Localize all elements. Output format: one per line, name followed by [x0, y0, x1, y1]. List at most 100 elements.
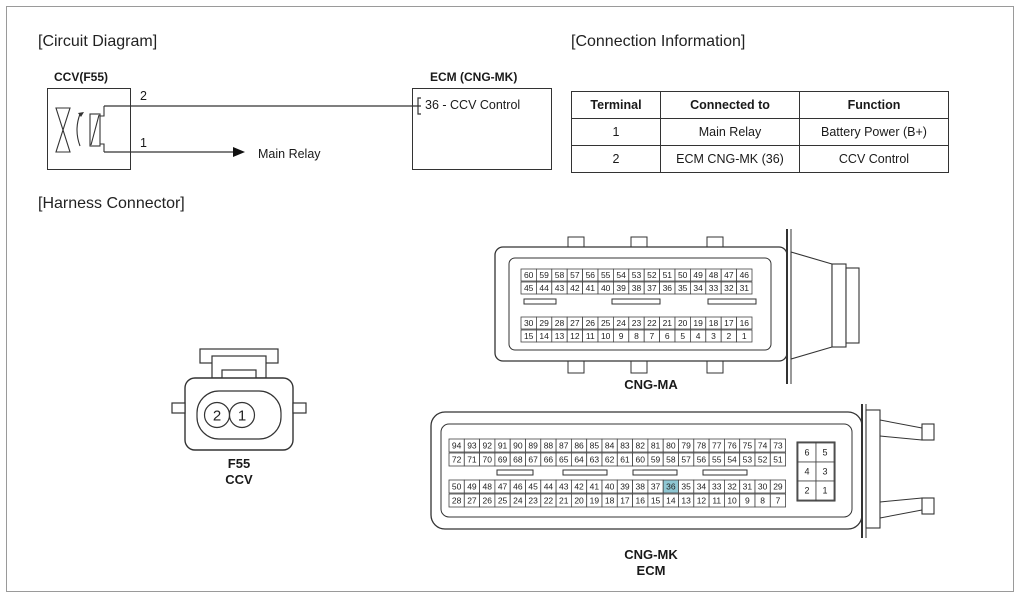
pin-cell: 80	[662, 438, 679, 453]
pin-cell: 7	[769, 493, 786, 508]
pin-cell: 36	[659, 281, 676, 295]
pin-cell: 91	[494, 438, 511, 453]
svg-text:59: 59	[539, 270, 549, 280]
ecm-pin-36-label: 36 - CCV Control	[425, 98, 521, 112]
pin-cell: 5	[674, 329, 691, 343]
svg-text:3: 3	[711, 331, 716, 341]
pin-cell: 51	[769, 452, 786, 467]
svg-text:6: 6	[665, 331, 670, 341]
svg-text:57: 57	[570, 270, 580, 280]
pin-cell: 25	[494, 493, 511, 508]
pin-cell: 36	[662, 479, 679, 494]
pin-cell: 31	[736, 281, 753, 295]
svg-text:27: 27	[570, 318, 580, 328]
main-relay-label: Main Relay	[258, 147, 321, 161]
pin-cell: 52	[643, 268, 661, 282]
pin-cell: 4	[690, 329, 707, 343]
svg-text:24: 24	[513, 496, 523, 506]
svg-text:58: 58	[666, 455, 676, 465]
table-cell: CCV Control	[799, 145, 949, 173]
pin-cell: 13	[551, 329, 568, 343]
svg-text:61: 61	[620, 455, 630, 465]
svg-text:52: 52	[647, 270, 657, 280]
pin-cell: 39	[616, 479, 633, 494]
svg-text:41: 41	[586, 283, 596, 293]
svg-text:44: 44	[544, 482, 554, 492]
svg-text:22: 22	[647, 318, 657, 328]
pin-cell: 17	[616, 493, 633, 508]
ccv-pin-1: 1	[140, 136, 147, 150]
pin-cell: 4	[797, 461, 817, 482]
pin-cell: 33	[708, 479, 725, 494]
table-cell: 1	[571, 118, 661, 146]
svg-text:80: 80	[666, 441, 676, 451]
svg-text:7: 7	[776, 496, 781, 506]
pin-cell: 5	[815, 442, 835, 463]
pin-cell: 30	[754, 479, 771, 494]
pin-cell: 55	[597, 268, 614, 282]
svg-text:92: 92	[483, 441, 493, 451]
svg-text:83: 83	[620, 441, 630, 451]
svg-text:46: 46	[513, 482, 523, 492]
svg-text:28: 28	[555, 318, 565, 328]
svg-text:90: 90	[513, 441, 523, 451]
ecm-component-box	[412, 88, 552, 170]
svg-text:13: 13	[555, 331, 565, 341]
svg-text:54: 54	[616, 270, 626, 280]
pin-cell: 2	[720, 329, 738, 343]
svg-text:39: 39	[620, 482, 630, 492]
pin-cell: 72	[448, 452, 465, 467]
pin-cell: 10	[724, 493, 741, 508]
pin-cell: 84	[601, 438, 618, 453]
pin-cell: 21	[659, 316, 676, 330]
svg-text:11: 11	[712, 496, 721, 506]
pin-cell: 85	[586, 438, 603, 453]
svg-text:44: 44	[539, 283, 549, 293]
pin-cell: 49	[690, 268, 707, 282]
pin-cell: 16	[736, 316, 753, 330]
svg-text:33: 33	[712, 482, 722, 492]
table-cell: 2	[571, 145, 661, 173]
svg-text:84: 84	[605, 441, 615, 451]
pin-cell: 30	[520, 316, 537, 330]
svg-text:48: 48	[483, 482, 493, 492]
svg-text:2: 2	[804, 486, 809, 496]
svg-text:31: 31	[743, 482, 753, 492]
cng-ma-connector-drawing	[494, 229, 860, 384]
svg-text:49: 49	[693, 270, 703, 280]
pin-cell: 14	[662, 493, 679, 508]
pin-cell: 24	[509, 493, 526, 508]
table-cell: ECM CNG-MK (36)	[660, 145, 800, 173]
svg-text:9: 9	[619, 331, 624, 341]
cng-mk-connector-name: ECM	[636, 563, 666, 578]
pin-cell: 13	[678, 493, 695, 508]
pin-cell: 45	[525, 479, 542, 494]
svg-text:26: 26	[586, 318, 596, 328]
svg-text:26: 26	[483, 496, 493, 506]
svg-text:33: 33	[709, 283, 719, 293]
pin-cell: 37	[643, 281, 661, 295]
svg-text:55: 55	[712, 455, 722, 465]
svg-text:42: 42	[570, 283, 580, 293]
pin-cell: 62	[601, 452, 618, 467]
svg-text:38: 38	[632, 283, 642, 293]
svg-text:19: 19	[693, 318, 703, 328]
svg-text:63: 63	[590, 455, 600, 465]
pin-cell: 71	[463, 452, 480, 467]
svg-text:65: 65	[559, 455, 569, 465]
svg-text:40: 40	[605, 482, 615, 492]
pin-cell: 33	[705, 281, 722, 295]
svg-text:72: 72	[452, 455, 462, 465]
pin-cell: 15	[520, 329, 537, 343]
pin-cell: 44	[540, 479, 557, 494]
pin-cell: 22	[540, 493, 557, 508]
svg-text:2: 2	[213, 408, 221, 425]
svg-text:1: 1	[822, 486, 827, 496]
svg-text:38: 38	[636, 482, 646, 492]
pin-cell: 92	[479, 438, 496, 453]
table-row: 2 ECM CNG-MK (36) CCV Control	[571, 145, 949, 173]
svg-text:34: 34	[697, 482, 707, 492]
svg-text:46: 46	[740, 270, 750, 280]
svg-text:25: 25	[498, 496, 508, 506]
